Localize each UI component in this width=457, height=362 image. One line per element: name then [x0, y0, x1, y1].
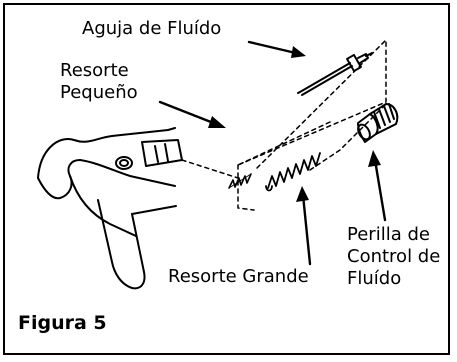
spray-gun-body: [37, 127, 183, 290]
label-fluid-control-knob: Perilla de Control de Fluído: [347, 224, 441, 289]
label-large-spring: Resorte Grande: [168, 266, 309, 287]
small-spring: [228, 173, 252, 189]
knob-arrowhead: [368, 150, 381, 167]
needle-leader: [247, 40, 302, 56]
small-spring-leader: [158, 100, 218, 126]
large-spring-arrowhead: [296, 186, 309, 202]
arrow-heads: [208, 46, 381, 202]
fluid-control-knob: [357, 103, 399, 143]
knob-leader: [373, 158, 387, 222]
leader-arrows: [158, 40, 387, 266]
small-spring-arrowhead: [208, 116, 226, 128]
fluid-needle: [297, 52, 373, 96]
label-fluid-needle: Aguja de Fluído: [82, 18, 222, 39]
large-spring-leader: [301, 193, 312, 266]
figure-caption: Figura 5: [18, 312, 107, 334]
label-small-spring: Resorte Pequeño: [60, 60, 138, 103]
needle-arrowhead: [291, 46, 306, 58]
alignment-lines: [181, 39, 387, 211]
figure-frame: [3, 3, 450, 355]
large-spring: [265, 152, 321, 192]
